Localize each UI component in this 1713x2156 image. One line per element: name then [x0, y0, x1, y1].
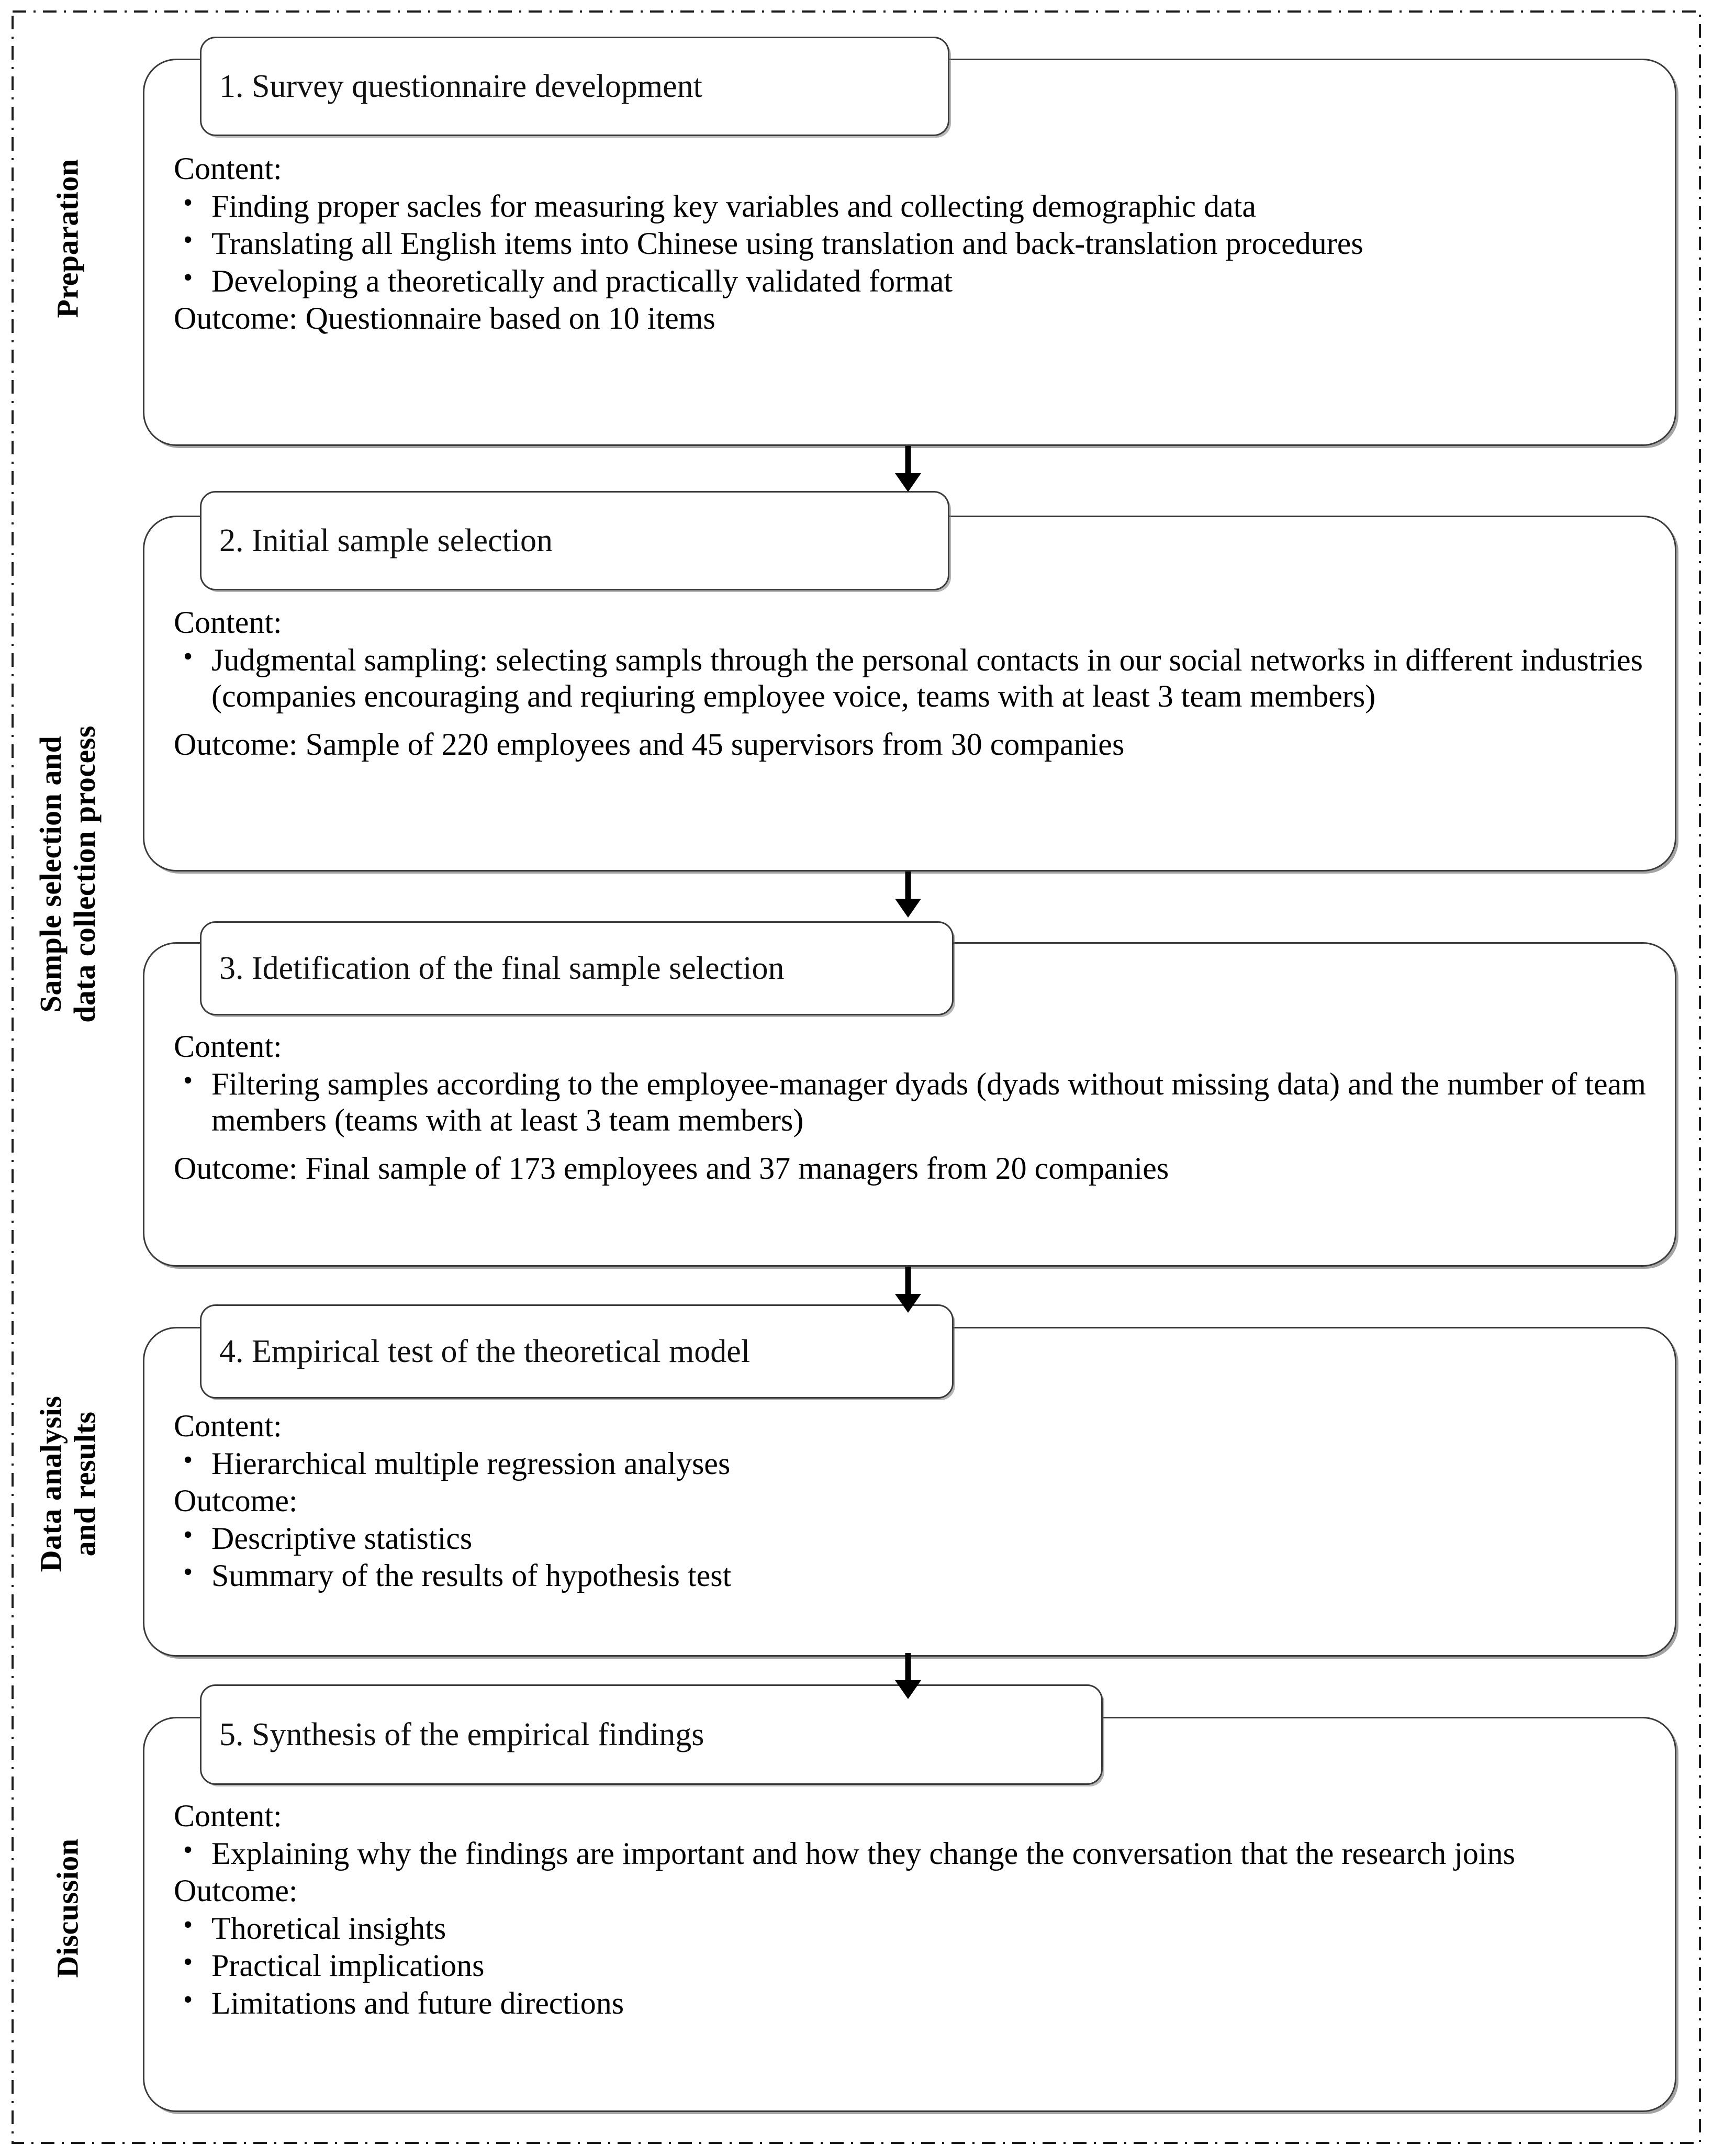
- step-4-content-item: Hierarchical multiple regression analyse…: [174, 1445, 1655, 1482]
- step-1-body: Content: Finding proper sacles for measu…: [174, 151, 1650, 338]
- step-5-title-box[interactable]: 5. Synthesis of the empirical findings: [200, 1684, 1103, 1785]
- stage-label-discussion: Discussion: [0, 1701, 136, 2115]
- step-5-outcome-item: Thoretical insights: [174, 1909, 1655, 1947]
- connector-arrow-3-4: [890, 1267, 926, 1314]
- step-5-content-label: Content:: [174, 1798, 282, 1833]
- step-4-content-label: Content:: [174, 1409, 282, 1443]
- step-3-content-list: Filtering samples according to the emplo…: [174, 1065, 1655, 1139]
- step-1-title-box[interactable]: 1. Survey questionnaire development: [200, 37, 949, 136]
- step-2-body: Content: Judgmental sampling: selecting …: [174, 605, 1655, 764]
- step-3-content-item: Filtering samples according to the emplo…: [174, 1065, 1655, 1139]
- stage-label-sample-selection: Sample selection and data collection pro…: [0, 487, 136, 1261]
- step-2-content-item: Judgmental sampling: selecting sampls th…: [174, 641, 1655, 715]
- stage-label-data-analysis: Data analysis and results: [0, 1293, 136, 1675]
- step-5-outcome-item: Limitations and future directions: [174, 1984, 1655, 2022]
- step-4-outcome-item: Descriptive statistics: [174, 1520, 1655, 1557]
- step-2-content-label: Content:: [174, 605, 282, 640]
- connector-arrow-2-3: [890, 872, 926, 919]
- step-4-content-list: Hierarchical multiple regression analyse…: [174, 1445, 1655, 1482]
- step-1-content-label: Content:: [174, 151, 282, 186]
- step-5-content-list: Explaining why the findings are importan…: [174, 1835, 1655, 1872]
- step-3-content-label: Content:: [174, 1029, 282, 1064]
- stage-label-discussion-line1: Discussion: [50, 1838, 85, 1978]
- step-3-body: Content: Filtering samples according to …: [174, 1029, 1655, 1188]
- step-2-outcome-label: Outcome: Sample of 220 employees and 45 …: [174, 727, 1125, 762]
- step-1-content-item: Translating all English items into Chine…: [174, 225, 1650, 262]
- step-1-content-item: Developing a theoretically and practical…: [174, 262, 1650, 300]
- connector-arrow-1-2: [890, 446, 926, 493]
- step-5-outcome-label: Outcome:: [174, 1873, 298, 1908]
- step-2-content-list: Judgmental sampling: selecting sampls th…: [174, 641, 1655, 715]
- connector-arrow-4-5: [890, 1653, 926, 1700]
- step-2-title: 2. Initial sample selection: [219, 523, 553, 558]
- step-5-content-item: Explaining why the findings are importan…: [174, 1835, 1655, 1872]
- step-4-body: Content: Hierarchical multiple regressio…: [174, 1408, 1655, 1595]
- step-5-outcome-item: Practical implications: [174, 1947, 1655, 1984]
- step-2-title-box[interactable]: 2. Initial sample selection: [200, 491, 949, 590]
- step-3-title: 3. Idetification of the final sample sel…: [219, 951, 785, 986]
- step-3-outcome-label: Outcome: Final sample of 173 employees a…: [174, 1150, 1169, 1186]
- step-4-title: 4. Empirical test of the theoretical mod…: [219, 1334, 751, 1369]
- step-1-content-list: Finding proper sacles for measuring key …: [174, 187, 1650, 300]
- stage-label-preparation: Preparation: [0, 31, 136, 445]
- step-4-outcome-label: Outcome:: [174, 1483, 298, 1518]
- step-3-title-box[interactable]: 3. Idetification of the final sample sel…: [200, 921, 954, 1015]
- step-5-outcome-list: Thoretical insights Practical implicatio…: [174, 1909, 1655, 2022]
- stage-label-data-analysis-line2: and results: [68, 1411, 102, 1557]
- step-5-body: Content: Explaining why the findings are…: [174, 1798, 1655, 2023]
- step-4-outcome-item: Summary of the results of hypothesis tes…: [174, 1557, 1655, 1594]
- step-5-title: 5. Synthesis of the empirical findings: [219, 1717, 704, 1752]
- stage-label-data-analysis-line1: Data analysis: [33, 1395, 68, 1572]
- step-1-title: 1. Survey questionnaire development: [219, 69, 702, 104]
- step-4-outcome-list: Descriptive statistics Summary of the re…: [174, 1520, 1655, 1594]
- stage-label-sample-selection-line2: data collection process: [68, 725, 102, 1023]
- stage-label-preparation-line1: Preparation: [50, 158, 85, 318]
- step-4-title-box[interactable]: 4. Empirical test of the theoretical mod…: [200, 1304, 954, 1399]
- step-1-content-item: Finding proper sacles for measuring key …: [174, 187, 1650, 225]
- step-1-outcome-label: Outcome: Questionnaire based on 10 items: [174, 301, 715, 336]
- stage-label-sample-selection-line1: Sample selection and: [33, 735, 68, 1013]
